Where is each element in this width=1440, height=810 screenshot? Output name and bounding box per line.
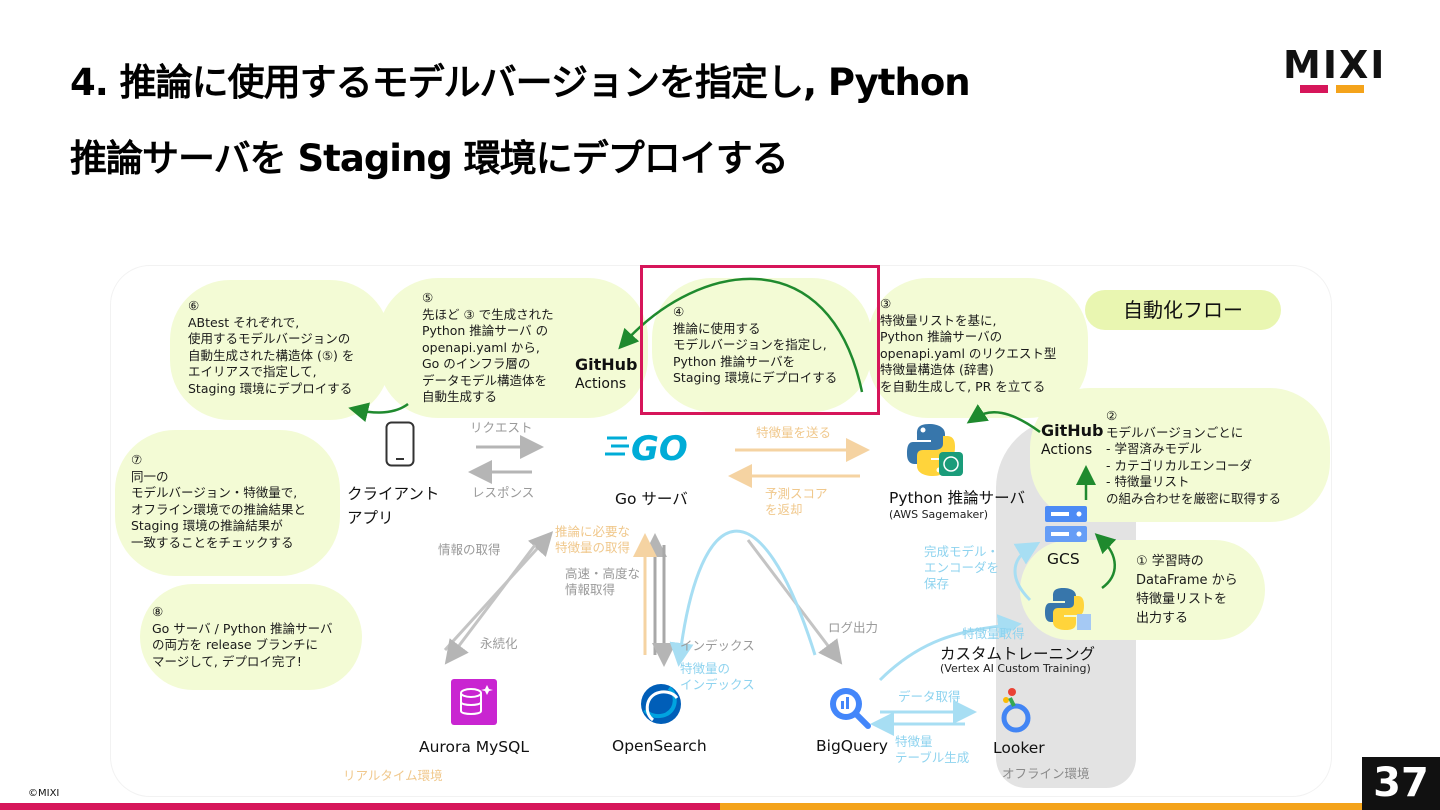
- gcs-label: GCS: [1047, 550, 1080, 568]
- edge-response: レスポンス: [472, 485, 535, 500]
- page-title-line1: 4. 推論に使用するモデルバージョンを指定し, Python: [70, 61, 971, 104]
- arrow-2-to-python: [966, 404, 1041, 434]
- logo-bar-orange: [1336, 85, 1364, 93]
- arrow-aurora-down: [444, 544, 537, 665]
- edge-get-data: データ取得: [898, 689, 961, 704]
- custom-training-sub: (Vertex AI Custom Training): [940, 662, 1091, 675]
- copyright: ©MIXI: [28, 788, 60, 799]
- bubble-6-text: ⑥ ABtest それぞれで,使用するモデルバージョンの 自動生成された構造体 …: [188, 298, 355, 396]
- footer-bar-orange: [720, 803, 1362, 810]
- page-number: 37: [1362, 757, 1440, 810]
- edge-return-score: 予測スコアを返却: [765, 486, 828, 517]
- looker-icon: [1001, 688, 1031, 733]
- bubble-1-text: ① 学習時の DataFrame から特徴量リストを 出力する: [1136, 554, 1238, 626]
- bubble-5: [378, 278, 648, 418]
- arrow-bq-to-custom: [878, 614, 1022, 682]
- svg-text:GO: GO: [631, 429, 688, 464]
- python-server-label: Python 推論サーバ: [889, 489, 1026, 507]
- bubble-6: [170, 280, 390, 420]
- page-title-line2: 推論サーバを Staging 環境にデプロイする: [70, 137, 789, 180]
- custom-training-label: カスタムトレーニング: [940, 645, 1096, 663]
- bubble-8-text: ⑧ Go サーバ / Python 推論サーバの両方を release ブランチ…: [152, 604, 333, 669]
- bubble-3-text: ③ 特徴量リストを基に,Python 推論サーバの openapi.yaml の…: [880, 296, 1057, 394]
- offline-env-label: オフライン環境: [1002, 766, 1090, 781]
- edge-get-info: 情報の取得: [438, 542, 501, 557]
- mixi-logo: MIXI: [1283, 43, 1387, 87]
- edge-request: リクエスト: [470, 420, 533, 435]
- bubble-3: [868, 278, 1088, 418]
- python-training-icon: [1045, 588, 1091, 630]
- client-app-label: クライアントアプリ: [347, 485, 440, 527]
- realtime-env-label: リアルタイム環境: [343, 768, 443, 783]
- arrow-5-to-6: [348, 402, 409, 423]
- bubble-2: [1030, 388, 1330, 522]
- auto-flow-label: 自動化フロー: [1085, 290, 1281, 330]
- bubble-7: [115, 430, 340, 576]
- footer-bar-pink: [0, 803, 720, 810]
- arrow-aurora-up: [443, 531, 554, 652]
- edge-feature-table: 特徴量テーブル生成: [895, 734, 970, 765]
- arrow-custom-to-gcs: [1013, 541, 1041, 602]
- gcs-icon: [1045, 506, 1087, 542]
- aurora-mysql-label: Aurora MySQL: [419, 738, 529, 756]
- bigquery-icon: [830, 688, 871, 729]
- github-sub: Actions: [575, 376, 627, 392]
- opensearch-label: OpenSearch: [612, 737, 707, 755]
- aurora-mysql-icon: [451, 679, 497, 725]
- bubble-4: [652, 278, 872, 412]
- opensearch-icon: [641, 684, 681, 724]
- arrow-4-to-github: [618, 277, 864, 393]
- bubble-2-text: ② モデルバージョンごとに- 学習済みモデル - カテゴリカルエンコーダ- 特徴…: [1106, 408, 1282, 506]
- github-name: GitHub: [575, 355, 638, 374]
- edge-persist: 永続化: [480, 636, 518, 651]
- go-server-label: Go サーバ: [615, 490, 688, 508]
- edge-fast-info: 高速・高度な情報取得: [565, 566, 641, 597]
- python-server-sub: (AWS Sagemaker): [889, 508, 989, 521]
- bigquery-label: BigQuery: [816, 737, 888, 755]
- edge-index: インデックス: [680, 638, 755, 653]
- python-icon: [907, 424, 963, 476]
- bubble-8: [140, 584, 362, 690]
- highlight-step-4: [640, 265, 880, 415]
- github-sub: Actions: [1041, 442, 1093, 458]
- edge-log-output: ログ出力: [828, 620, 879, 635]
- arrow-go-to-bq: [746, 539, 843, 665]
- edge-get-features: 特徴量取得: [962, 626, 1025, 641]
- arrow-python-to-gcs: [1094, 533, 1117, 590]
- edge-feature-index: 特徴量のインデックス: [680, 661, 755, 692]
- arrow-bq-to-os: [669, 529, 817, 667]
- github-name: GitHub: [1041, 421, 1104, 440]
- logo-bar-pink: [1300, 85, 1328, 93]
- edge-needed-features: 推論に必要な特徴量の取得: [555, 524, 631, 555]
- smartphone-icon: [385, 421, 415, 467]
- looker-label: Looker: [993, 739, 1045, 757]
- edge-save-model: 完成モデル・エンコーダを保存: [924, 544, 1000, 591]
- edge-send-features: 特徴量を送る: [756, 425, 832, 440]
- go-logo-icon: GO: [605, 429, 688, 464]
